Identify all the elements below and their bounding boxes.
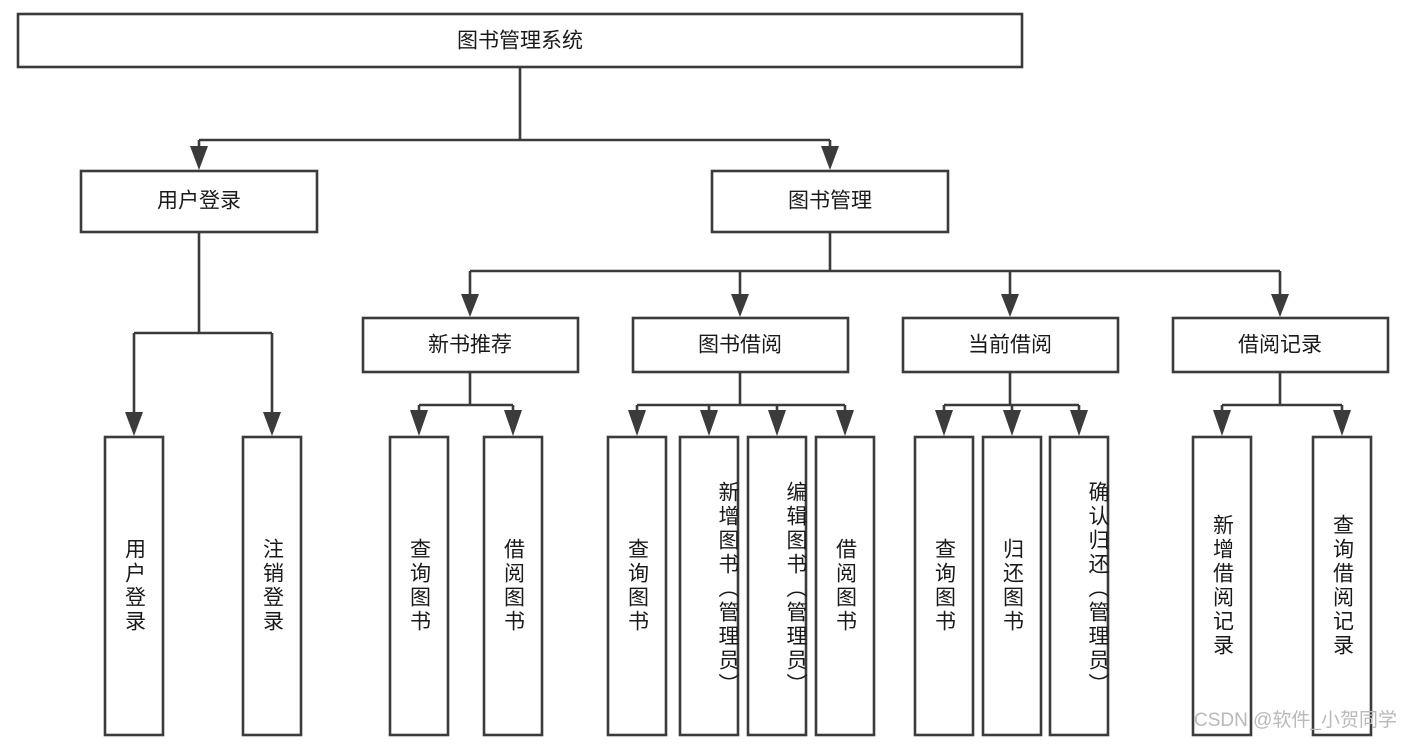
arrowhead-cur-return xyxy=(1003,410,1021,436)
arrowhead-bw-borrow xyxy=(836,410,854,436)
node-leaf-nb-query-book[interactable] xyxy=(388,435,450,737)
node-new-book-recommend[interactable] xyxy=(361,316,580,374)
node-leaf-bw-query-book[interactable] xyxy=(606,435,668,737)
label-root: 图书管理系统 xyxy=(457,30,583,53)
node-root[interactable] xyxy=(16,12,1024,69)
arrowhead-bw-edit xyxy=(768,410,786,436)
arrowhead-new-book xyxy=(461,294,479,317)
horizontal-label-layer: 图书管理系统 用户登录 图书管理 新书推荐 图书借阅 当前借阅 借阅记录 xyxy=(157,30,1322,357)
connector-layer xyxy=(125,67,1351,436)
arrowhead-bw-query xyxy=(628,410,646,436)
node-book-manage[interactable] xyxy=(710,169,950,234)
arrowhead-leaf-user-login xyxy=(125,412,143,436)
arrowhead-bw-add xyxy=(700,410,718,436)
node-borrow-record[interactable] xyxy=(1171,316,1390,374)
node-leaf-bw-borrow-book[interactable] xyxy=(814,435,876,737)
arrowhead-rec-query xyxy=(1333,410,1351,436)
arrowhead-nb-borrow xyxy=(504,410,522,436)
arrowhead-book-manage xyxy=(821,146,839,170)
label-current-borrow: 当前借阅 xyxy=(968,334,1052,357)
label-book-borrow: 图书借阅 xyxy=(698,334,782,357)
node-book-borrow[interactable] xyxy=(631,316,850,374)
arrowhead-user-login xyxy=(190,146,208,170)
arrowhead-cur-confirm xyxy=(1070,410,1088,436)
node-box-layer xyxy=(16,12,1390,737)
label-borrow-record: 借阅记录 xyxy=(1238,334,1322,357)
node-current-borrow[interactable] xyxy=(901,316,1120,374)
csdn-watermark: CSDN @软件_小贺同学 xyxy=(1194,710,1397,731)
node-leaf-bw-add-book[interactable] xyxy=(678,435,740,737)
node-leaf-user-logout[interactable] xyxy=(241,435,303,737)
node-leaf-nb-borrow-book[interactable] xyxy=(482,435,544,737)
arrowhead-leaf-user-logout xyxy=(263,412,281,436)
node-leaf-rec-query-record[interactable] xyxy=(1311,435,1373,737)
arrowhead-borrow-record xyxy=(1271,294,1289,317)
label-new-book-recommend: 新书推荐 xyxy=(428,334,512,357)
node-user-login[interactable] xyxy=(79,169,319,234)
label-book-manage: 图书管理 xyxy=(788,190,872,213)
node-leaf-bw-edit-book[interactable] xyxy=(746,435,808,737)
label-user-login: 用户登录 xyxy=(157,190,241,213)
arrowhead-book-borrow xyxy=(731,294,749,317)
node-leaf-rec-add-record[interactable] xyxy=(1191,435,1253,737)
arrowhead-cur-query xyxy=(935,410,953,436)
node-leaf-user-login[interactable] xyxy=(103,435,165,737)
arrowhead-nb-query xyxy=(410,410,428,436)
arrowhead-rec-add xyxy=(1213,410,1231,436)
node-leaf-cur-confirm-return[interactable] xyxy=(1048,435,1110,737)
arrowhead-current-borrow xyxy=(1001,294,1019,317)
node-leaf-cur-query-book[interactable] xyxy=(913,435,975,737)
node-leaf-cur-return-book[interactable] xyxy=(981,435,1043,737)
